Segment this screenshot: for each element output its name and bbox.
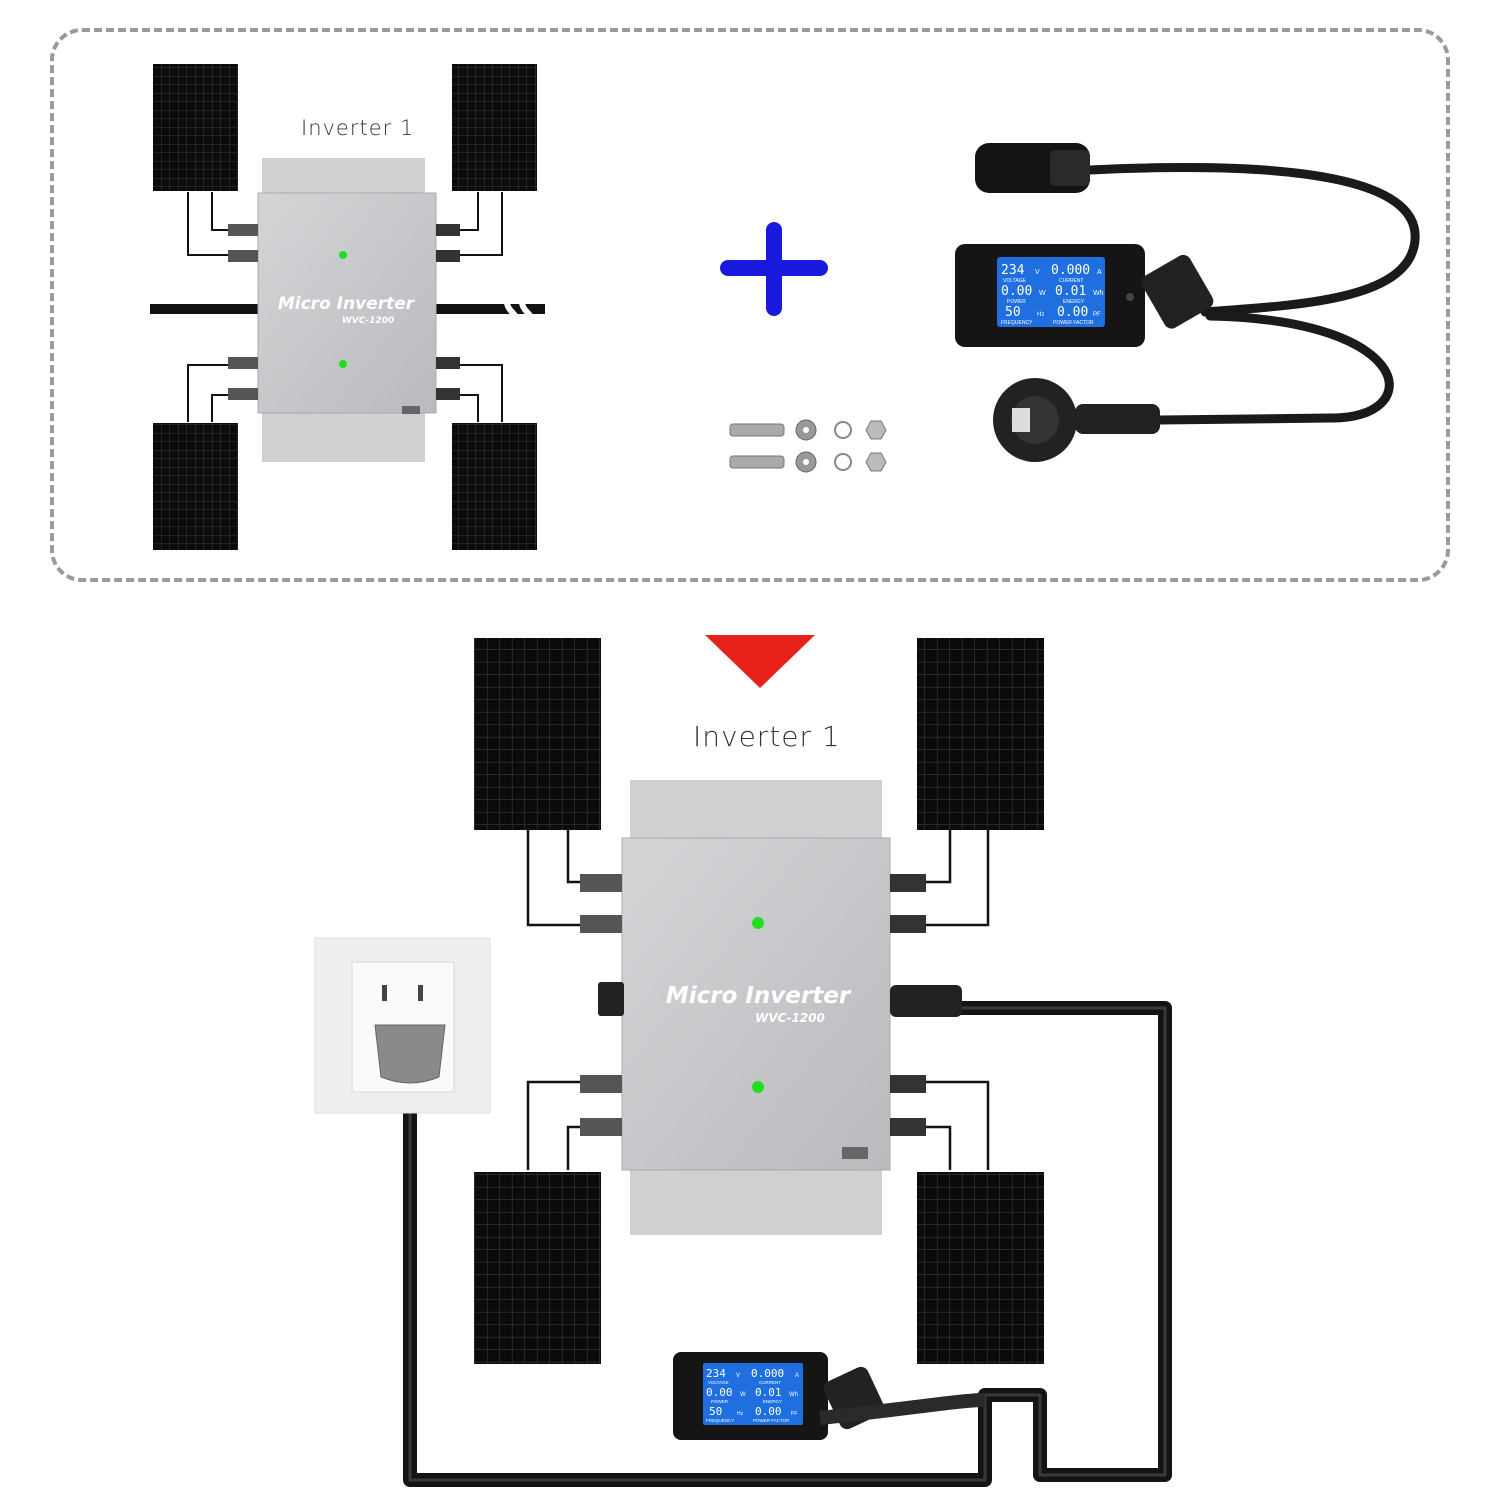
meter-current: 0.000: [1051, 263, 1090, 278]
meter-energy: 0.01: [1055, 284, 1086, 299]
meter-energy-unit: Wh: [789, 1392, 798, 1398]
wall-socket-icon: [315, 938, 490, 1113]
meter-lcd: 234 V 0.000 A VOLTAGE CURRENT 0.00 W 0.0…: [997, 257, 1105, 327]
solar-panel-icon: [474, 638, 601, 830]
solar-panel-icon: [153, 64, 238, 191]
inverter-model: WVC-1200: [342, 316, 394, 326]
solar-panel-icon: [474, 1172, 601, 1364]
meter-energy-unit: Wh: [1093, 290, 1104, 297]
meter-power-factor: 0.00: [755, 1405, 782, 1418]
plug-tail: [1139, 252, 1217, 331]
inverter-title: Inverter 1: [693, 720, 841, 753]
meter-lcd: 234 V 0.000 A VOLTAGE CURRENT 0.00 W 0.0…: [703, 1363, 803, 1425]
meter-voltage-label: VOLTAGE: [708, 1380, 729, 1385]
meter-frequency-unit: Hz: [1037, 312, 1044, 318]
meter-pf-label: POWER FACTOR: [1053, 320, 1094, 326]
meter-power-factor: 0.00: [1057, 305, 1088, 320]
solar-panel-icon: [452, 423, 537, 550]
inverter-label: Micro Inverter WVC-1200: [258, 285, 436, 335]
meter-pf-unit: PF: [1093, 312, 1101, 318]
meter-power-label: POWER: [711, 1399, 729, 1404]
meter-current-unit: A: [1097, 269, 1102, 276]
down-arrow-icon: [705, 635, 815, 688]
meter-pf-unit: PF: [791, 1411, 797, 1417]
inverter-brand: Micro Inverter: [666, 983, 852, 1009]
meter-power: 0.00: [706, 1386, 733, 1399]
meter-energy: 0.01: [755, 1386, 782, 1399]
solar-panel-icon: [153, 423, 238, 550]
inverter-model: WVC-1200: [755, 1011, 825, 1025]
solar-panel-icon: [917, 1172, 1044, 1364]
connector-icon: [975, 143, 1090, 193]
meter-power-unit: W: [1039, 290, 1046, 297]
meter-frequency-label: FREQUENCY: [706, 1418, 734, 1423]
meter-frequency: 50: [709, 1405, 722, 1418]
screw-kit-icon: [730, 420, 886, 472]
solar-panel-icon: [917, 638, 1044, 830]
plus-icon: [720, 222, 828, 316]
solar-panel-icon: [452, 64, 537, 191]
meter-pf-label: POWER FACTOR: [753, 1418, 790, 1423]
meter-frequency-label: FREQUENCY: [1001, 320, 1033, 326]
meter-power-unit: W: [740, 1392, 746, 1398]
meter-voltage: 234: [706, 1367, 726, 1380]
meter-voltage-unit: V: [736, 1373, 740, 1379]
meter-frequency-unit: Hz: [737, 1411, 744, 1417]
meter-frequency: 50: [1005, 305, 1021, 320]
meter-voltage: 234: [1001, 263, 1025, 278]
meter-current: 0.000: [751, 1367, 784, 1380]
meter-current-label: CURRENT: [759, 1380, 781, 1385]
inverter-title: Inverter 1: [301, 116, 414, 140]
inverter-label: Micro Inverter WVC-1200: [622, 975, 890, 1035]
meter-power: 0.00: [1001, 284, 1032, 299]
meter-current-unit: A: [795, 1373, 799, 1379]
eu-plug-icon: [993, 378, 1160, 462]
inverter-brand: Micro Inverter: [278, 294, 416, 314]
meter-energy-label: ENERGY: [763, 1399, 782, 1404]
meter-voltage-unit: V: [1035, 269, 1040, 276]
